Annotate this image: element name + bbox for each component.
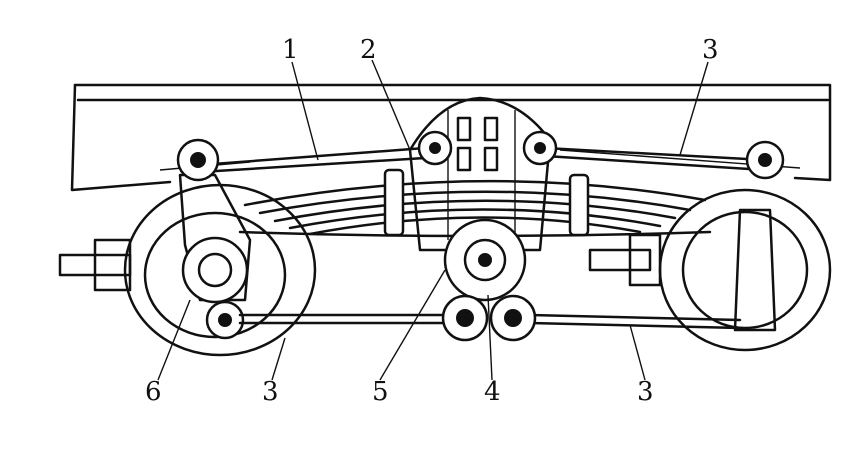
lower-reaction-rods: [238, 294, 742, 342]
left-swing-arm: [176, 138, 252, 340]
callout-label: 6: [145, 377, 162, 407]
right-wheel-hub: [588, 140, 832, 352]
leaf-spring: [238, 168, 712, 238]
callout-label: 2: [360, 35, 377, 65]
callout-label: 4: [484, 377, 501, 407]
callout-label: 3: [262, 377, 279, 407]
callout-label: 3: [637, 377, 654, 407]
leader-lines: [157, 59, 709, 381]
callout-label: 5: [372, 377, 389, 407]
callout-label: 1: [282, 35, 299, 65]
callout-labels: 1 2 3 6 3 5 4 3: [145, 35, 719, 407]
callout-label: 3: [702, 35, 719, 65]
upper-reaction-rods: [198, 146, 767, 174]
center-axle-hub: [417, 130, 558, 302]
frame-rail: [70, 83, 832, 192]
